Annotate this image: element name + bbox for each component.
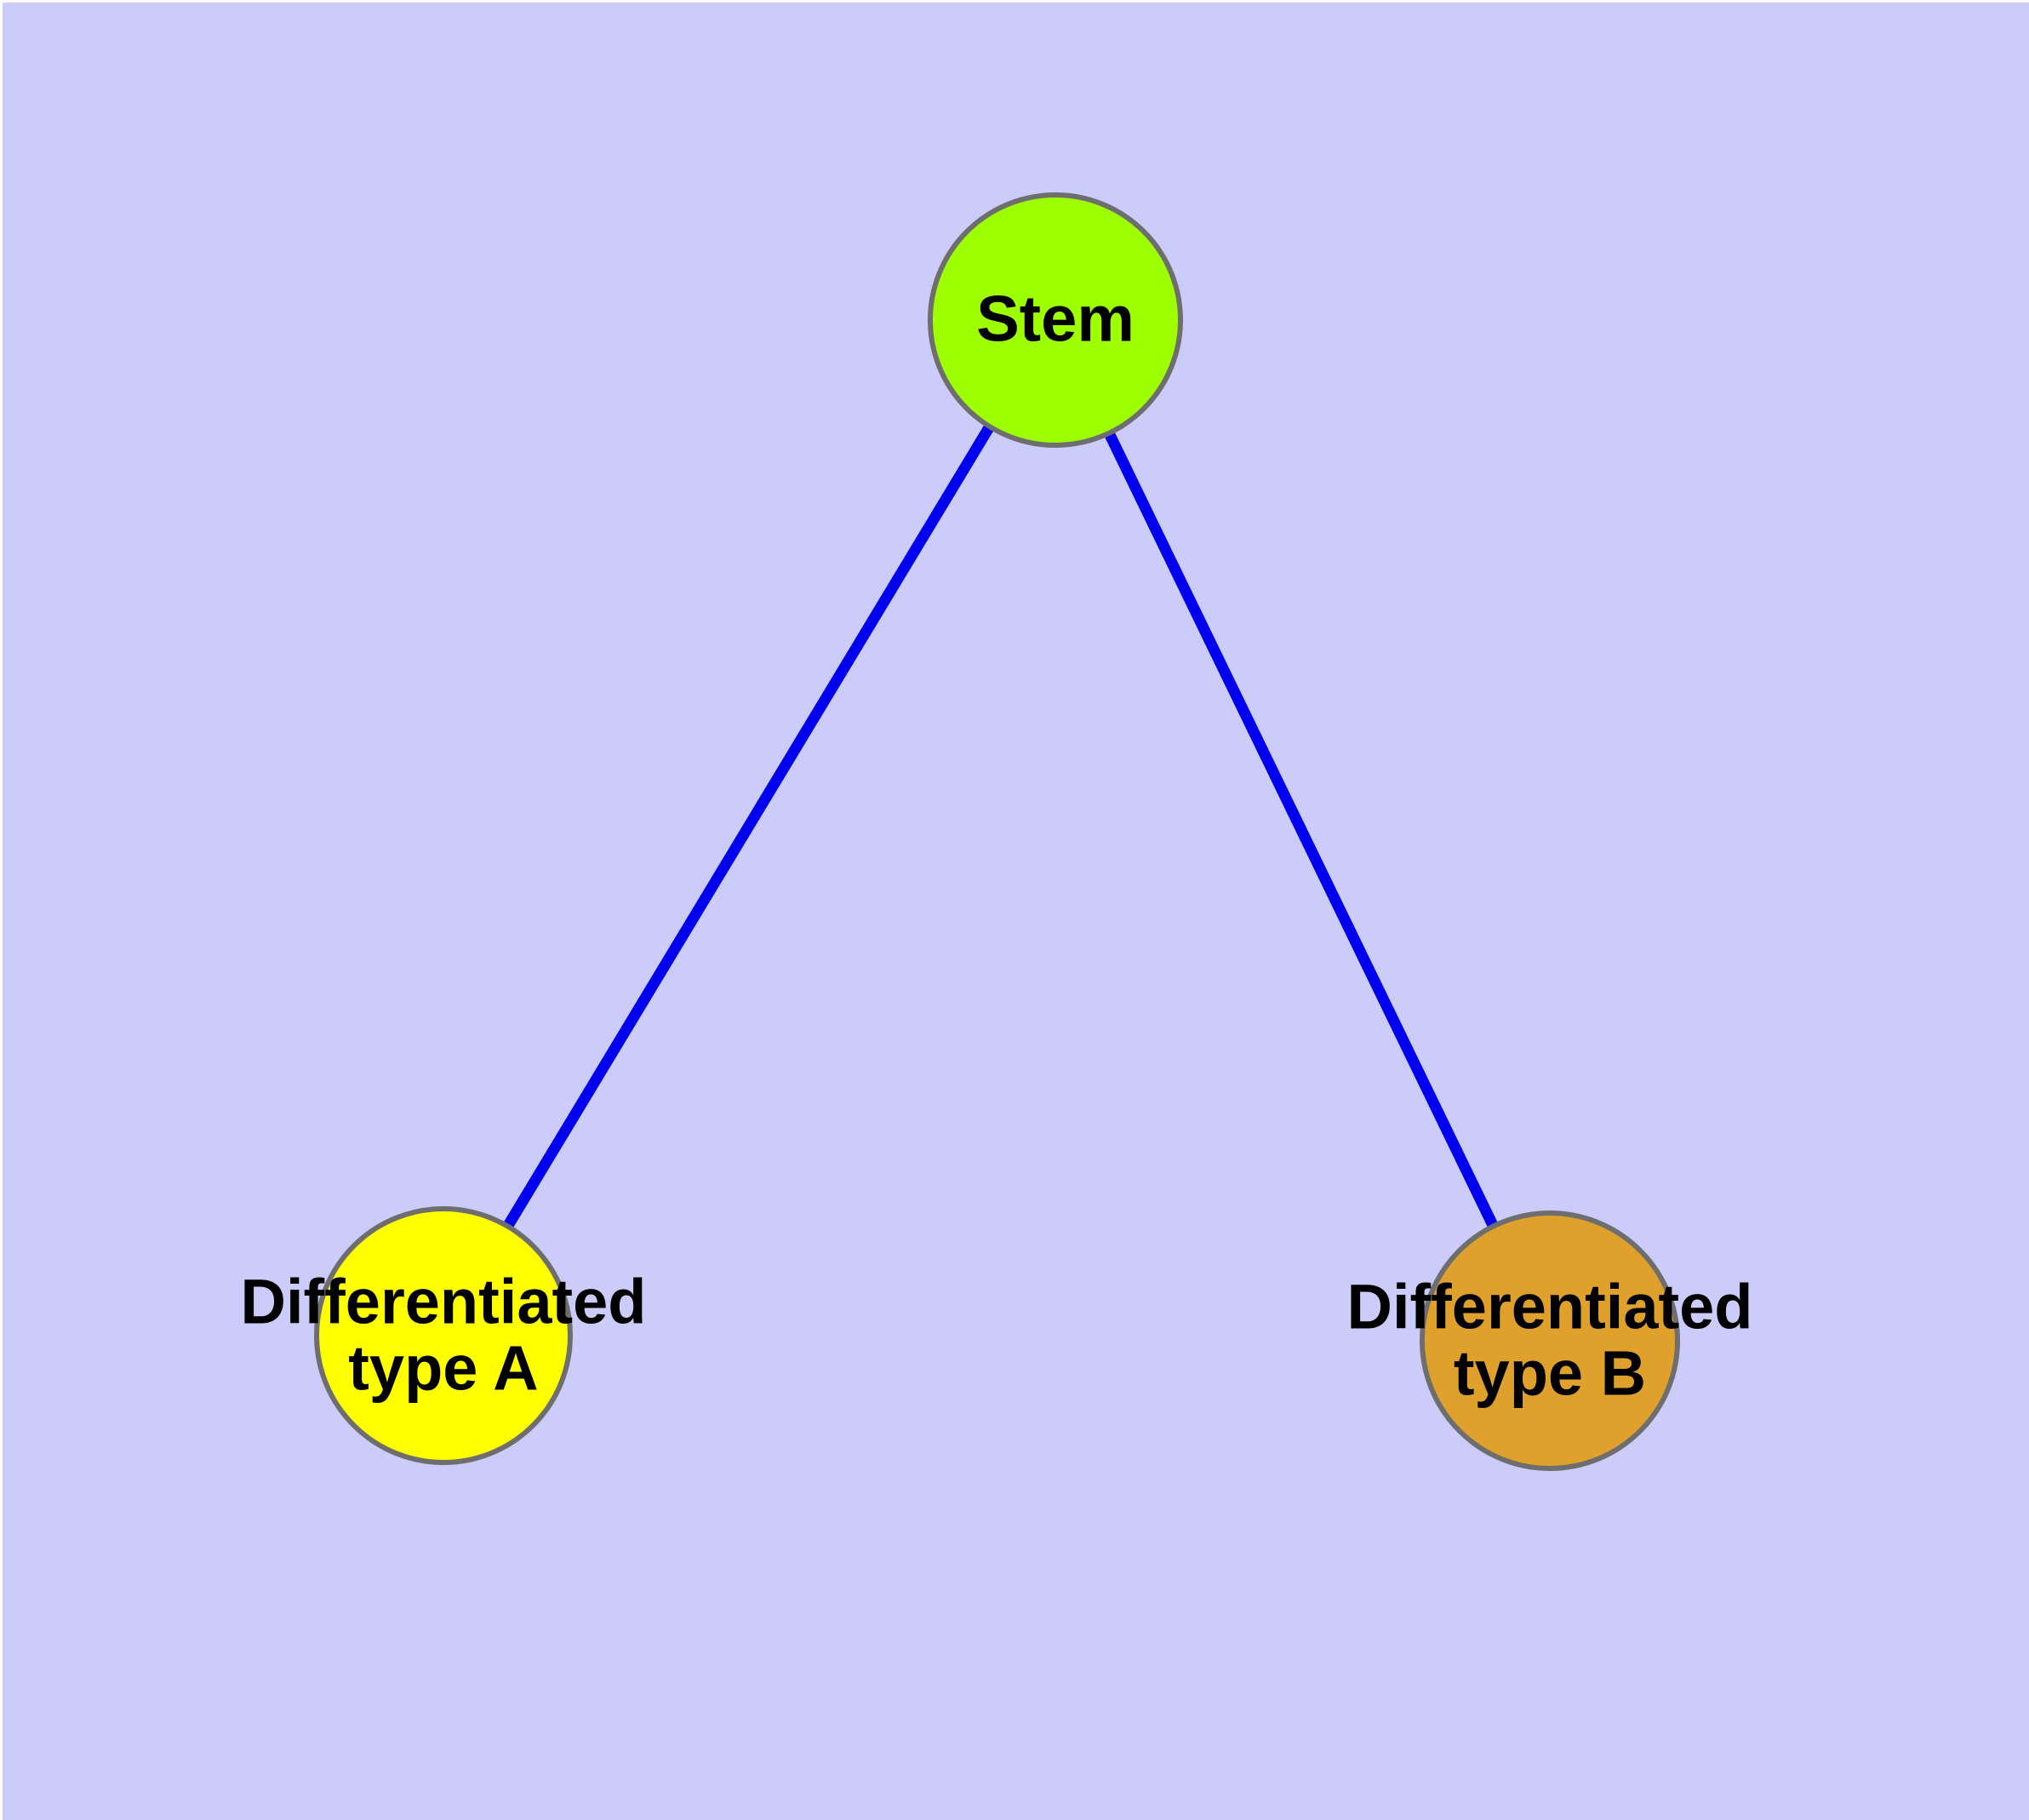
graph-edges-layer [437, 317, 1553, 1342]
edge-stem-to-differentiated-type-b [1049, 317, 1553, 1342]
node-stem-label-line1: Stem [976, 283, 1135, 356]
node-differentiated-type-a[interactable]: Differentiated type A [241, 1206, 646, 1465]
node-diff-b-label-line2: type B [1453, 1338, 1647, 1409]
node-stem-label: Stem [976, 283, 1135, 356]
node-stem[interactable]: Stem [928, 192, 1183, 448]
node-differentiated-type-b[interactable]: Differentiated type B [1347, 1210, 1752, 1471]
node-diff-a-label-line2: type A [348, 1333, 539, 1404]
edge-stem-to-differentiated-type-a [437, 317, 1060, 1337]
